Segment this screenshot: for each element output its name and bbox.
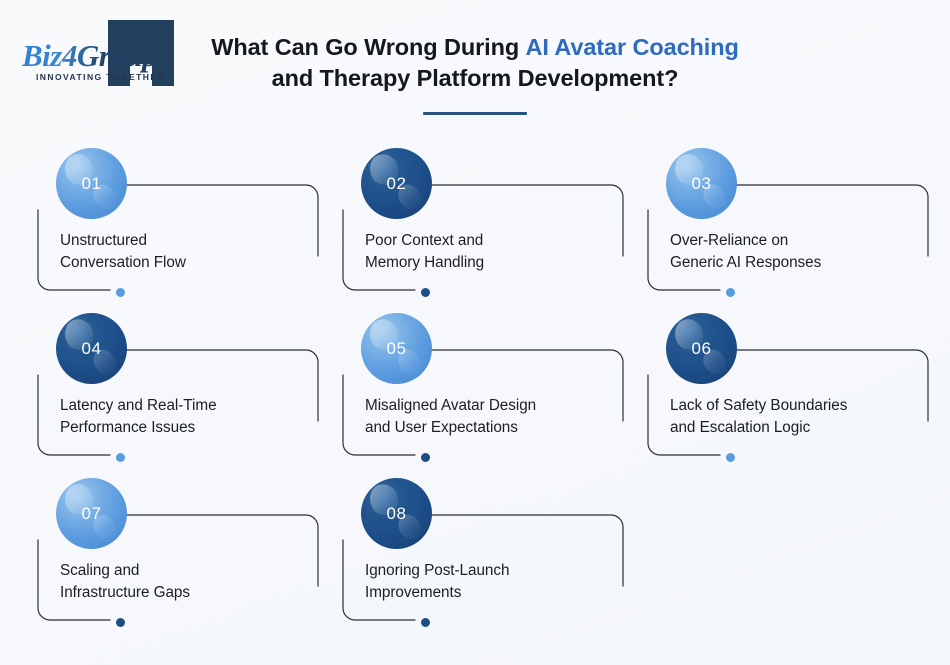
title-plain-text: What Can Go Wrong During bbox=[211, 34, 526, 60]
card-title-line-2: Infrastructure Gaps bbox=[60, 584, 190, 601]
card-accent-dot bbox=[116, 618, 125, 627]
card-title-line-2: and Escalation Logic bbox=[670, 419, 811, 436]
card-number-bubble-03: 03 bbox=[666, 148, 737, 219]
title-accent-text: AI Avatar Coaching bbox=[525, 34, 739, 60]
card-06[interactable]: 06 Lack of Safety Boundaries and Escalat… bbox=[647, 313, 948, 478]
card-title-line-2: Conversation Flow bbox=[60, 254, 186, 271]
title-line-1: What Can Go Wrong During AI Avatar Coach… bbox=[0, 32, 950, 63]
card-04[interactable]: 04 Latency and Real-Time Performance Iss… bbox=[37, 313, 338, 478]
card-title: Misaligned Avatar Design and User Expect… bbox=[365, 395, 611, 439]
page-title: What Can Go Wrong During AI Avatar Coach… bbox=[0, 32, 950, 115]
card-title-line-2: Performance Issues bbox=[60, 419, 196, 436]
card-title: Scaling and Infrastructure Gaps bbox=[60, 560, 306, 604]
card-outline bbox=[342, 349, 624, 456]
card-title: Unstructured Conversation Flow bbox=[60, 230, 306, 274]
card-01[interactable]: 01 Unstructured Conversation Flow bbox=[37, 148, 338, 313]
title-line-2: and Therapy Platform Development? bbox=[271, 65, 679, 91]
card-title-line-1: Ignoring Post-Launch bbox=[365, 562, 510, 579]
card-accent-dot bbox=[726, 453, 735, 462]
card-title-line-2: Improvements bbox=[365, 584, 462, 601]
card-number: 02 bbox=[386, 173, 407, 193]
card-05[interactable]: 05 Misaligned Avatar Design and User Exp… bbox=[342, 313, 643, 478]
card-number-bubble-02: 02 bbox=[361, 148, 432, 219]
brand-logo[interactable]: Biz4Group INNOVATING TOGETHER bbox=[20, 18, 180, 90]
card-number: 07 bbox=[81, 503, 102, 523]
card-title-line-1: Over-Reliance on bbox=[670, 232, 789, 249]
card-number-bubble-06: 06 bbox=[666, 313, 737, 384]
card-number: 05 bbox=[386, 338, 407, 358]
card-number: 06 bbox=[691, 338, 712, 358]
card-08[interactable]: 08 Ignoring Post-Launch Improvements bbox=[342, 478, 643, 643]
card-outline bbox=[647, 349, 929, 456]
card-title: Poor Context and Memory Handling bbox=[365, 230, 611, 274]
card-number-bubble-05: 05 bbox=[361, 313, 432, 384]
card-title-line-2: and User Expectations bbox=[365, 419, 518, 436]
brand-wordmark: Biz4Group bbox=[22, 38, 158, 73]
card-outline bbox=[37, 184, 319, 291]
card-number-bubble-07: 07 bbox=[56, 478, 127, 549]
card-accent-dot bbox=[116, 453, 125, 462]
card-title-line-1: Scaling and bbox=[60, 562, 140, 579]
card-outline bbox=[342, 514, 624, 621]
card-title: Latency and Real-Time Performance Issues bbox=[60, 395, 306, 439]
card-outline bbox=[37, 349, 319, 456]
card-title-line-2: Memory Handling bbox=[365, 254, 485, 271]
brand-tagline: INNOVATING TOGETHER bbox=[36, 72, 166, 82]
card-title-line-1: Unstructured bbox=[60, 232, 147, 249]
title-underline bbox=[423, 112, 527, 115]
card-title: Lack of Safety Boundaries and Escalation… bbox=[670, 395, 916, 439]
card-title: Ignoring Post-Launch Improvements bbox=[365, 560, 611, 604]
card-number: 04 bbox=[81, 338, 102, 358]
card-accent-dot bbox=[116, 288, 125, 297]
bracket-mark-icon bbox=[108, 20, 174, 86]
card-accent-dot bbox=[726, 288, 735, 297]
card-accent-dot bbox=[421, 288, 430, 297]
card-03[interactable]: 03 Over-Reliance on Generic AI Responses bbox=[647, 148, 948, 313]
header: Biz4Group INNOVATING TOGETHER What Can G… bbox=[0, 0, 950, 135]
card-accent-dot bbox=[421, 453, 430, 462]
card-outline bbox=[342, 184, 624, 291]
card-title-line-1: Latency and Real-Time bbox=[60, 397, 217, 414]
card-title-line-1: Lack of Safety Boundaries bbox=[670, 397, 848, 414]
card-number-bubble-04: 04 bbox=[56, 313, 127, 384]
cards-grid: 01 Unstructured Conversation Flow 02 Poo… bbox=[37, 148, 929, 643]
card-title-line-1: Misaligned Avatar Design bbox=[365, 397, 537, 414]
card-02[interactable]: 02 Poor Context and Memory Handling bbox=[342, 148, 643, 313]
card-outline bbox=[647, 184, 929, 291]
card-outline bbox=[37, 514, 319, 621]
card-title-line-1: Poor Context and bbox=[365, 232, 484, 249]
card-number: 03 bbox=[691, 173, 712, 193]
card-title-line-2: Generic AI Responses bbox=[670, 254, 822, 271]
card-title: Over-Reliance on Generic AI Responses bbox=[670, 230, 916, 274]
card-number-bubble-08: 08 bbox=[361, 478, 432, 549]
card-accent-dot bbox=[421, 618, 430, 627]
card-number-bubble-01: 01 bbox=[56, 148, 127, 219]
card-number: 08 bbox=[386, 503, 407, 523]
card-number: 01 bbox=[81, 173, 102, 193]
card-07[interactable]: 07 Scaling and Infrastructure Gaps bbox=[37, 478, 338, 643]
